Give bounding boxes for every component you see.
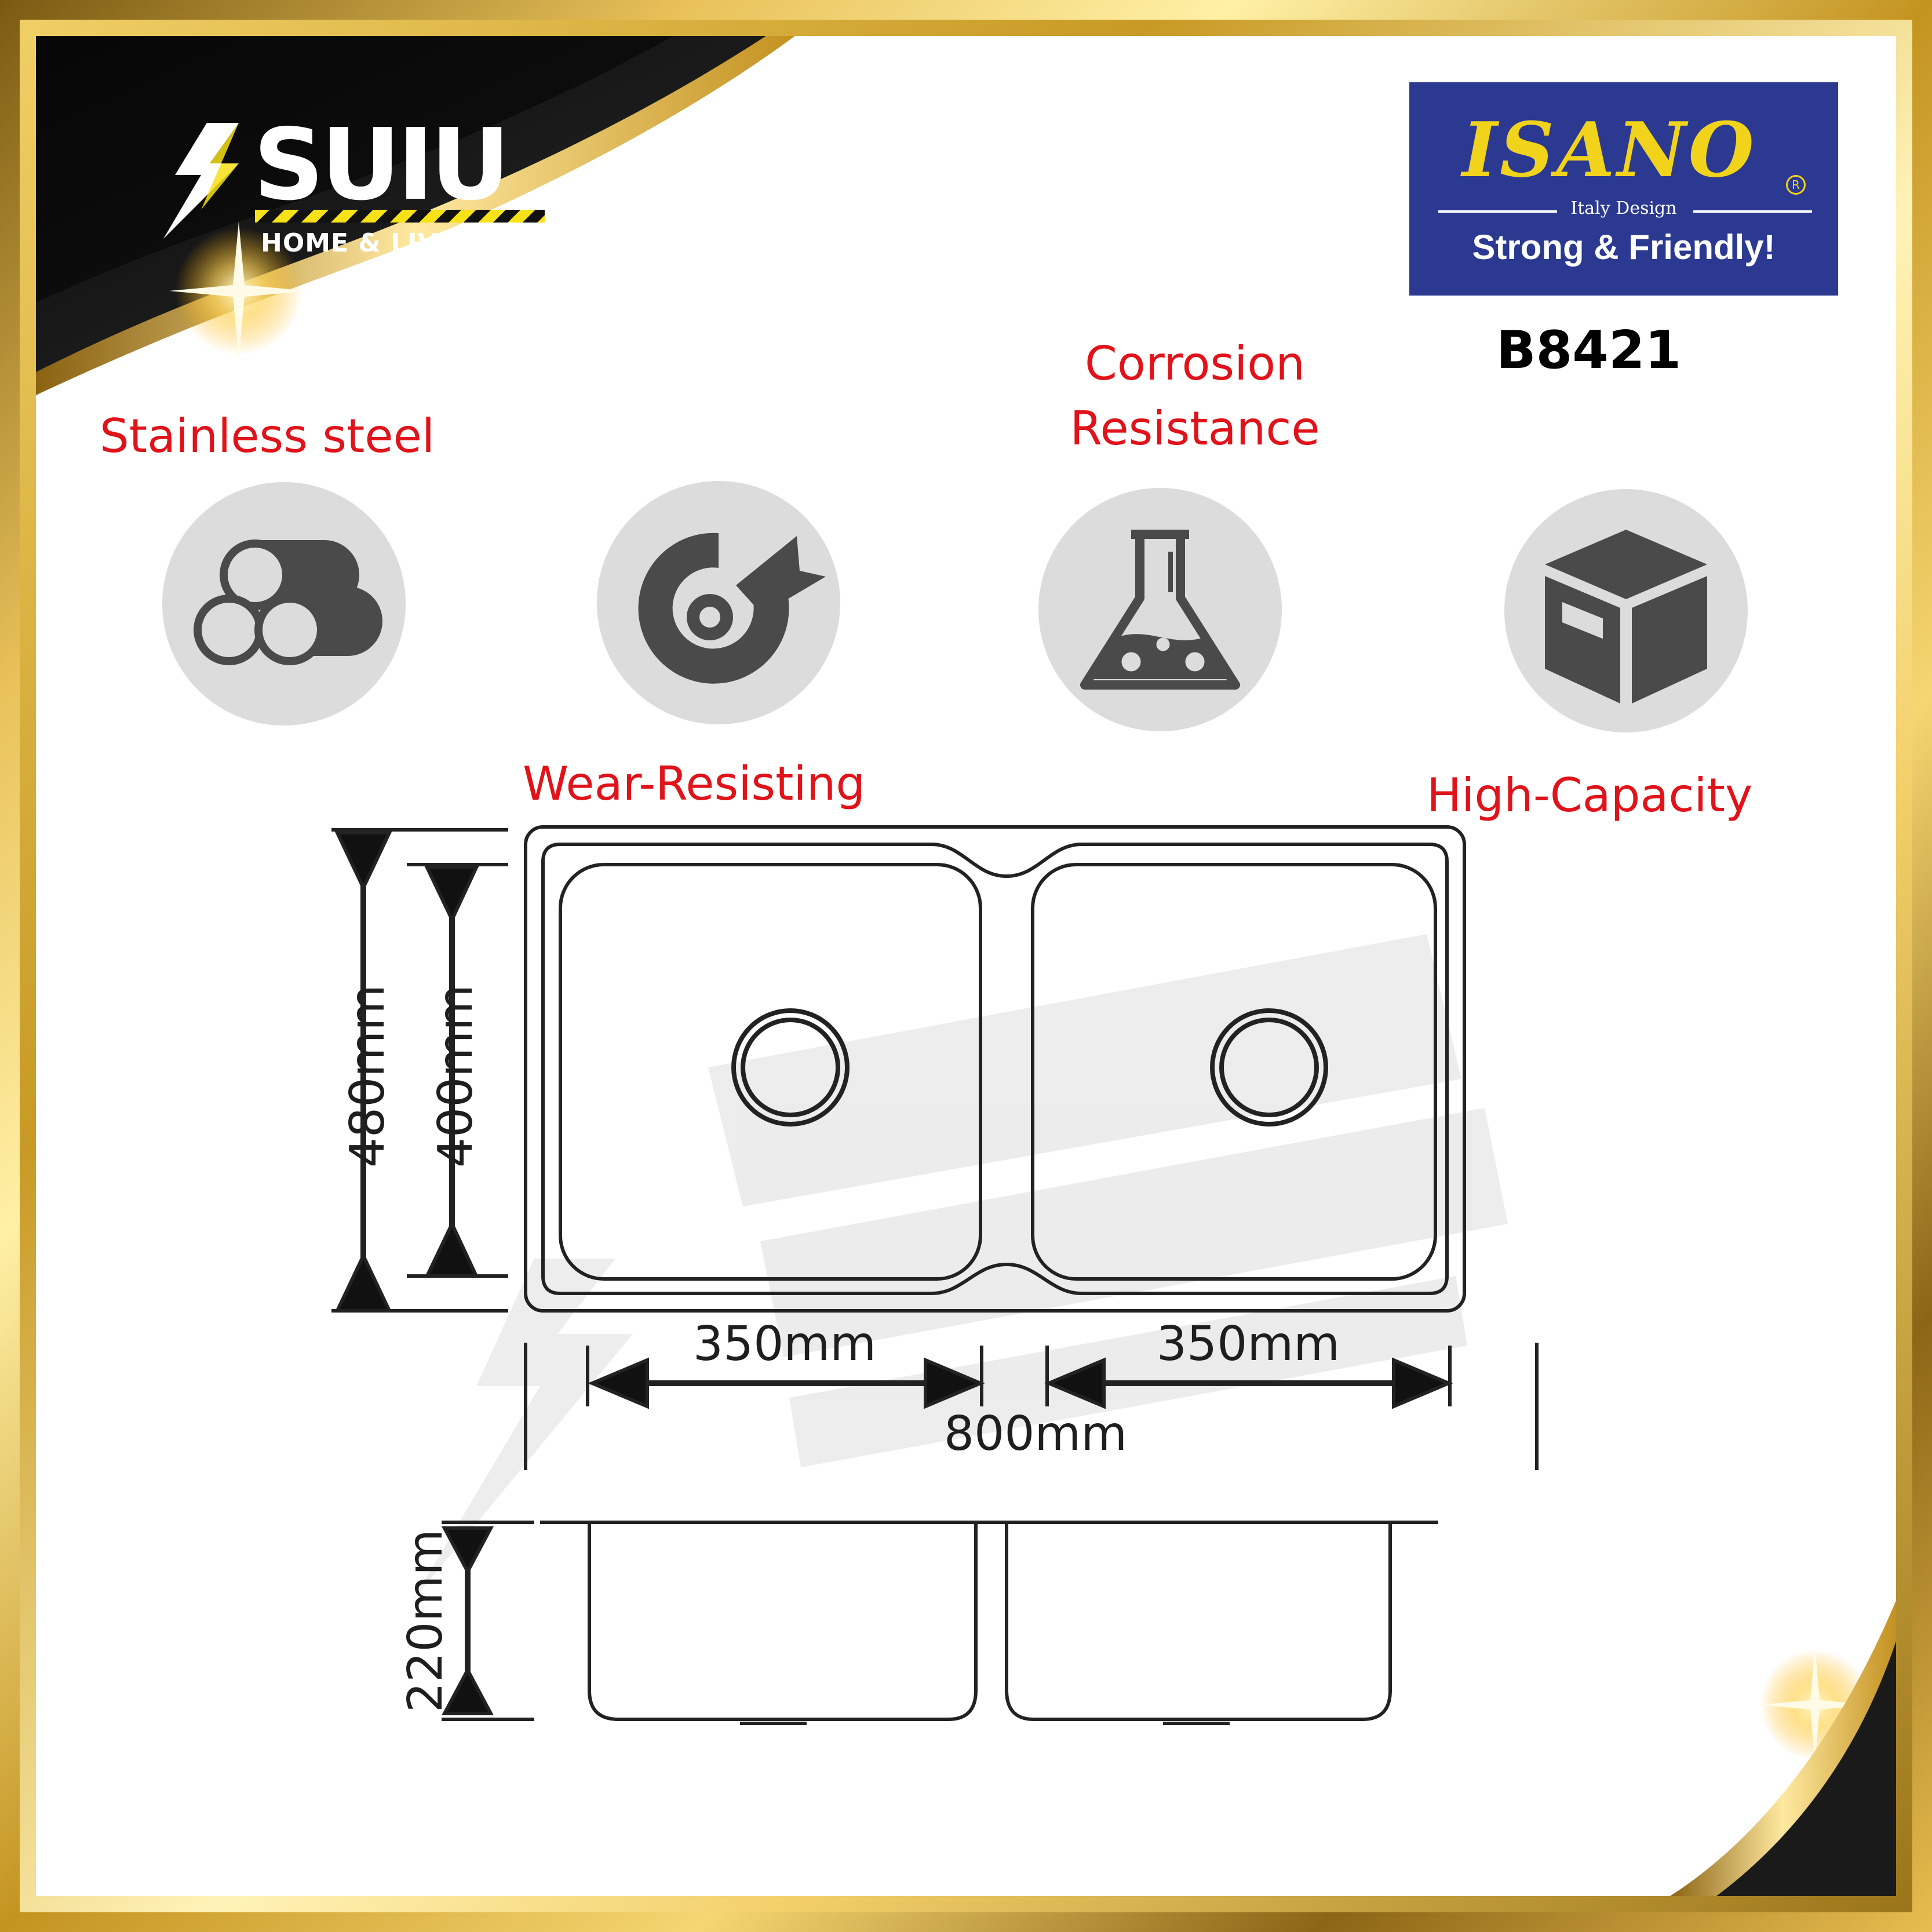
divider-line — [1693, 210, 1812, 213]
isano-logo: ISANO R Italy Design Strong & Friendly! — [1409, 82, 1838, 296]
dim-overall-width: 800mm — [944, 1406, 1127, 1461]
feature-label-corrosion-line1: Corrosion — [1085, 337, 1305, 391]
registered-mark: R — [1786, 175, 1806, 195]
lightning-icon — [163, 123, 239, 239]
dim-bowl-depth: 400mm — [428, 985, 483, 1168]
sink-side-view — [540, 1521, 1438, 1725]
feature-label-corrosion: Corrosion Resistance — [1021, 331, 1369, 461]
sink-dimension-diagram: 480mm 400mm 350mm 350mm 800mm — [331, 825, 1539, 1725]
wear-resist-icon — [638, 533, 826, 684]
model-number: B8421 — [1496, 320, 1682, 381]
right-bowl — [1031, 863, 1437, 1281]
sink-outer-rim — [524, 825, 1466, 1313]
isano-name: ISANO — [1462, 105, 1756, 194]
brand-stripe — [255, 210, 545, 223]
dim-right-bowl-width: 350mm — [1157, 1317, 1340, 1372]
isano-subtitle: Italy Design — [1570, 198, 1677, 218]
feature-label-stainless: Stainless steel — [100, 409, 435, 463]
box-icon — [1545, 530, 1707, 703]
product-canvas: SUIU HOME & LIVING ISANO R Italy Design … — [36, 36, 1896, 1896]
steel-pipes-icon — [194, 539, 382, 665]
suiu-logo: SUIU HOME & LIVING — [152, 105, 569, 279]
feature-label-corrosion-line2: Resistance — [1070, 402, 1320, 455]
flask-icon — [1080, 530, 1240, 690]
brand-tagline: HOME & LIVING — [261, 228, 491, 258]
dim-bowl-height: 220mm — [398, 1529, 453, 1712]
feature-label-capacity: High-Capacity — [1427, 768, 1753, 822]
dim-left-bowl-width: 350mm — [693, 1317, 876, 1372]
watermark-logo — [413, 934, 1508, 1601]
corner-swoosh-bottom — [1670, 1601, 1896, 1896]
feature-circle-capacity — [1504, 489, 1748, 732]
dim-overall-depth: 480mm — [340, 985, 395, 1168]
brand-name: SUIU — [253, 108, 511, 223]
feature-label-wear: Wear-Resisting — [523, 757, 866, 811]
right-drain — [1210, 1008, 1328, 1127]
feature-circle-wear — [597, 481, 840, 724]
left-bowl — [559, 863, 982, 1281]
feature-circle-corrosion — [1038, 488, 1282, 731]
left-drain — [731, 1008, 850, 1127]
isano-slogan: Strong & Friendly! — [1472, 228, 1776, 267]
sparkle-icon — [169, 221, 308, 360]
divider-line — [1438, 210, 1557, 213]
sink-inner-rim — [541, 843, 1449, 1295]
feature-circle-stainless — [162, 482, 406, 726]
